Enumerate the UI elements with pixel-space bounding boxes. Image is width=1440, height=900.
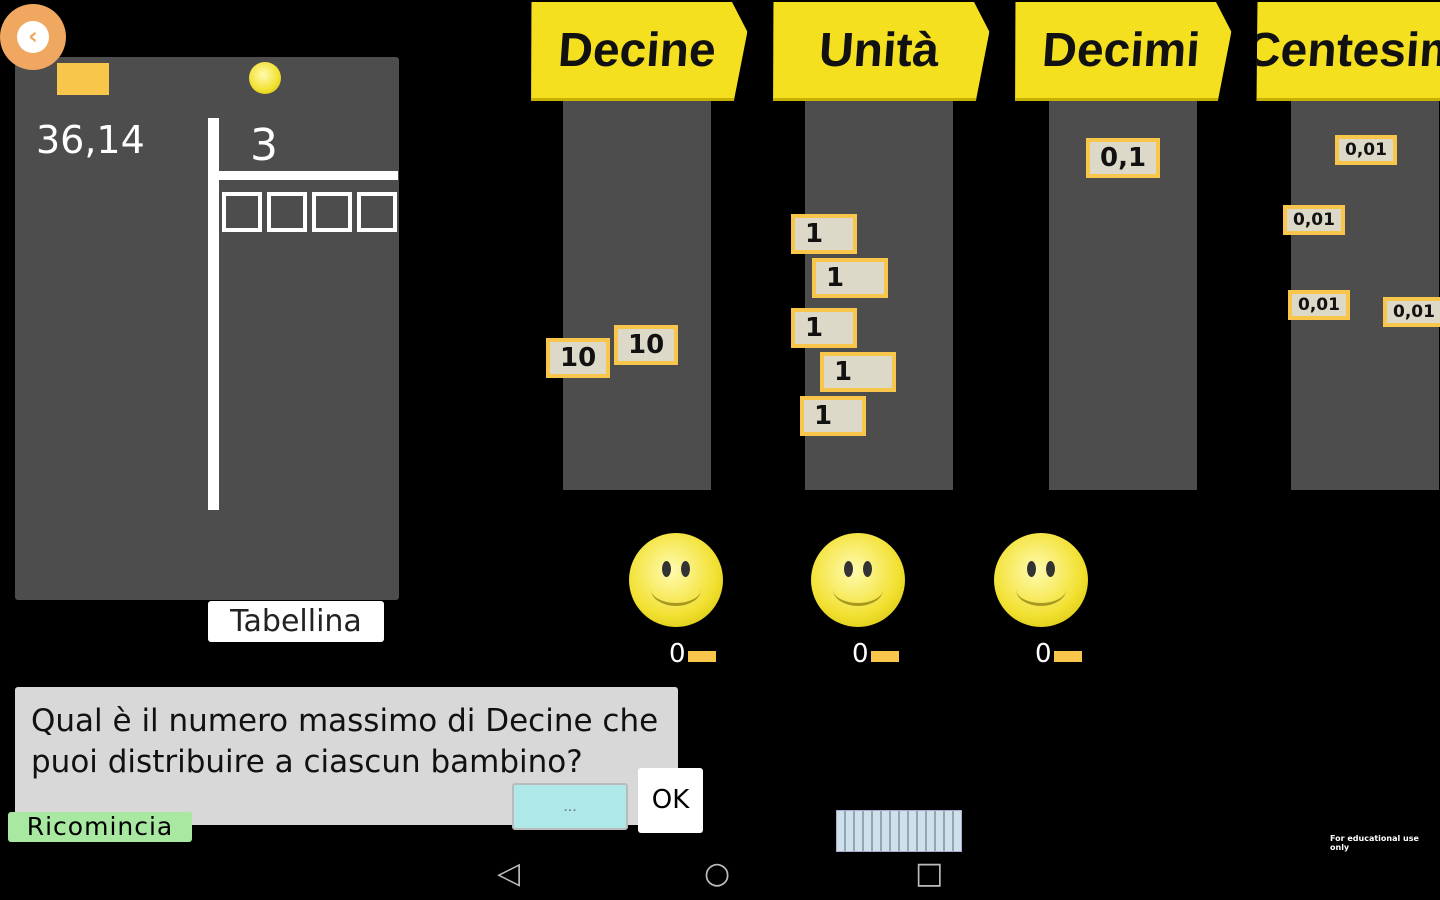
- chevron-left-icon: ‹: [17, 21, 49, 53]
- child-counter: 0: [669, 639, 716, 669]
- quotient-box[interactable]: [222, 192, 262, 232]
- token-hundredth[interactable]: 0,01: [1288, 290, 1350, 320]
- tag-centesimi: Centesim: [1251, 2, 1440, 101]
- token-hundredth[interactable]: 0,01: [1283, 205, 1345, 235]
- restart-button[interactable]: Ricomincia: [8, 812, 192, 842]
- child-smiley-icon[interactable]: [811, 533, 905, 627]
- dividend: 36,14: [36, 118, 145, 162]
- child-counter: 0: [1035, 639, 1082, 669]
- token-hundredth[interactable]: 0,01: [1335, 135, 1397, 165]
- child-smiley-icon[interactable]: [994, 533, 1088, 627]
- token-one[interactable]: 1: [800, 396, 867, 436]
- quotient-boxes: [222, 192, 397, 232]
- token-slot[interactable]: [57, 63, 109, 95]
- counter-value: 0: [669, 639, 686, 669]
- token-one[interactable]: 1: [791, 214, 858, 254]
- counter-value: 0: [852, 639, 869, 669]
- token-one[interactable]: 1: [812, 258, 889, 298]
- nav-recents-icon[interactable]: □: [915, 856, 944, 891]
- footer-note: For educational use only: [1330, 834, 1419, 852]
- token-one[interactable]: 1: [791, 308, 858, 348]
- child-smiley-icon[interactable]: [629, 533, 723, 627]
- ok-button[interactable]: OK: [638, 768, 703, 833]
- tag-decimi: Decimi: [1009, 2, 1234, 101]
- nav-home-icon[interactable]: ○: [704, 856, 731, 891]
- question-text: Qual è il numero massimo di Decine che p…: [31, 703, 659, 780]
- tag-decine: Decine: [525, 2, 750, 101]
- keyboard-icon[interactable]: [836, 810, 962, 852]
- back-button[interactable]: ‹: [0, 4, 66, 70]
- small-smiley-icon: [249, 62, 281, 94]
- token-ten[interactable]: 10: [614, 325, 679, 365]
- counter-value: 0: [1035, 639, 1052, 669]
- counter-bar: [870, 651, 899, 662]
- counter-bar: [687, 651, 716, 662]
- token-ten[interactable]: 10: [546, 338, 611, 378]
- quotient-box[interactable]: [357, 192, 397, 232]
- divisor: 3: [250, 120, 278, 171]
- counter-bar: [1053, 651, 1082, 662]
- quotient-box[interactable]: [312, 192, 352, 232]
- token-one[interactable]: 1: [820, 352, 897, 392]
- tag-unita: Unità: [767, 2, 992, 101]
- division-vertical-line: [208, 118, 219, 510]
- division-horizontal-line: [208, 171, 398, 180]
- token-tenth[interactable]: 0,1: [1086, 138, 1161, 178]
- tabellina-button[interactable]: Tabellina: [208, 601, 384, 642]
- token-hundredth[interactable]: 0,01: [1383, 297, 1440, 327]
- answer-input[interactable]: [512, 783, 628, 830]
- quotient-box[interactable]: [267, 192, 307, 232]
- question-box: Qual è il numero massimo di Decine che p…: [15, 687, 678, 825]
- division-panel: [15, 57, 399, 600]
- column-decine: [563, 90, 711, 490]
- child-counter: 0: [852, 639, 899, 669]
- nav-back-icon[interactable]: ◁: [497, 856, 521, 891]
